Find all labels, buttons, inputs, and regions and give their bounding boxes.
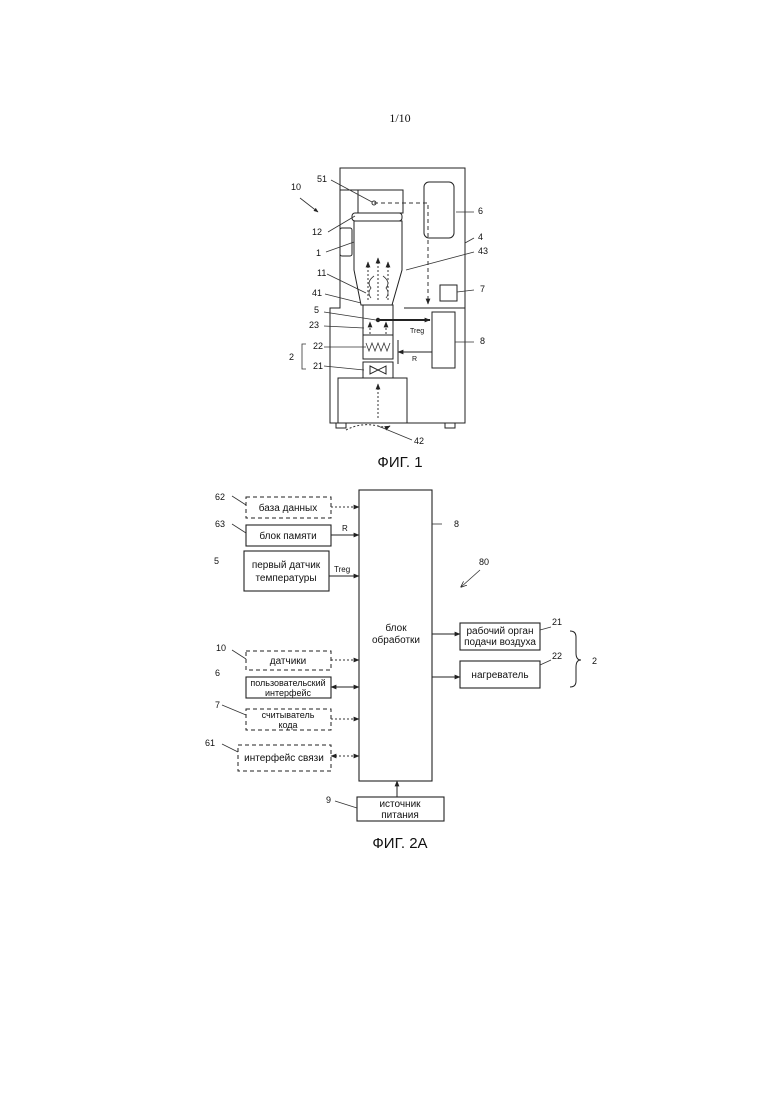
blower-line2: подачи воздуха — [464, 637, 536, 648]
figure-2a: блок обработки 8 80 база данных 62 блок … — [205, 490, 597, 852]
vessel-lid — [352, 213, 402, 221]
heater-coil — [366, 343, 390, 351]
ref-51: 51 — [317, 174, 327, 184]
temperature-sensor-line1: первый датчик — [252, 560, 321, 571]
processing-unit — [432, 312, 455, 368]
ref-4: 4 — [478, 232, 483, 242]
ref-5-fig2: 5 — [214, 556, 219, 566]
memory-label: блок памяти — [259, 530, 316, 542]
ref-80: 80 — [479, 557, 489, 567]
figure-1-caption: ФИГ. 1 — [377, 454, 422, 471]
code-reader-line2: кода — [278, 720, 297, 730]
group-brace — [570, 631, 581, 687]
power-supply-line1: источник — [379, 799, 421, 810]
device-housing — [330, 168, 465, 423]
ref-63: 63 — [215, 519, 225, 529]
comm-interface-label: интерфейс связи — [244, 752, 324, 764]
ref-10: 10 — [291, 182, 301, 192]
signal-r: R — [412, 356, 417, 363]
sensor-signal-treg: Treg — [334, 565, 350, 574]
ref-21: 21 — [313, 361, 323, 371]
temperature-sensor-line2: температуры — [255, 573, 316, 584]
ref-8-fig2: 8 — [454, 519, 459, 529]
ref-43: 43 — [478, 246, 488, 256]
code-reader-line1: считыватель — [262, 710, 315, 720]
ref-12: 12 — [312, 227, 322, 237]
ref-1: 1 — [316, 248, 321, 258]
ref-42: 42 — [414, 436, 424, 446]
user-interface-line1: пользовательский — [250, 678, 325, 688]
memory-signal-r: R — [342, 524, 348, 533]
ref-6-fig2: 6 — [215, 668, 220, 678]
signal-treg: Treg — [410, 328, 424, 335]
database-label: база данных — [259, 502, 318, 514]
ref-22-fig2: 22 — [552, 651, 562, 661]
page-number: 1/10 — [389, 111, 410, 125]
code-reader — [440, 285, 457, 301]
ref-62: 62 — [215, 492, 225, 502]
blower-symbol — [370, 366, 386, 374]
ref-41: 41 — [312, 288, 322, 298]
ref-11: 11 — [317, 268, 326, 278]
ref-2: 2 — [289, 352, 294, 362]
housing-foot-right — [445, 423, 455, 428]
heater-label: нагреватель — [471, 670, 528, 681]
ref-22: 22 — [313, 341, 323, 351]
ref-21-fig2: 21 — [552, 617, 562, 627]
figure-2a-caption: ФИГ. 2А — [372, 835, 427, 852]
power-supply-line2: питания — [381, 810, 419, 821]
housing-foot-left — [336, 423, 346, 428]
ref-8: 8 — [480, 336, 485, 346]
ref-7: 7 — [480, 284, 485, 294]
processing-block-line1: блок — [385, 622, 407, 634]
sensors-label: датчики — [270, 656, 307, 667]
ref-7-fig2: 7 — [215, 700, 220, 710]
ref-10-fig2: 10 — [216, 643, 226, 653]
ref-61: 61 — [205, 738, 215, 748]
figure-1: 10 51 12 1 11 41 5 23 22 21 2 6 4 43 7 8… — [289, 168, 488, 471]
ref-6: 6 — [478, 206, 483, 216]
blower-line1: рабочий орган — [467, 625, 534, 637]
ref-2-fig2: 2 — [592, 656, 597, 666]
ref-9: 9 — [326, 795, 331, 805]
processing-block-line2: обработки — [372, 634, 420, 646]
vessel-handle — [340, 228, 352, 256]
user-interface-line2: интерфейс — [265, 688, 311, 698]
temperature-sensor-box — [244, 551, 329, 591]
exhaust-path-dashed — [374, 203, 428, 304]
ref-23: 23 — [309, 320, 319, 330]
upper-chute — [358, 190, 403, 213]
ref-5: 5 — [314, 305, 319, 315]
base-unit — [338, 378, 407, 423]
